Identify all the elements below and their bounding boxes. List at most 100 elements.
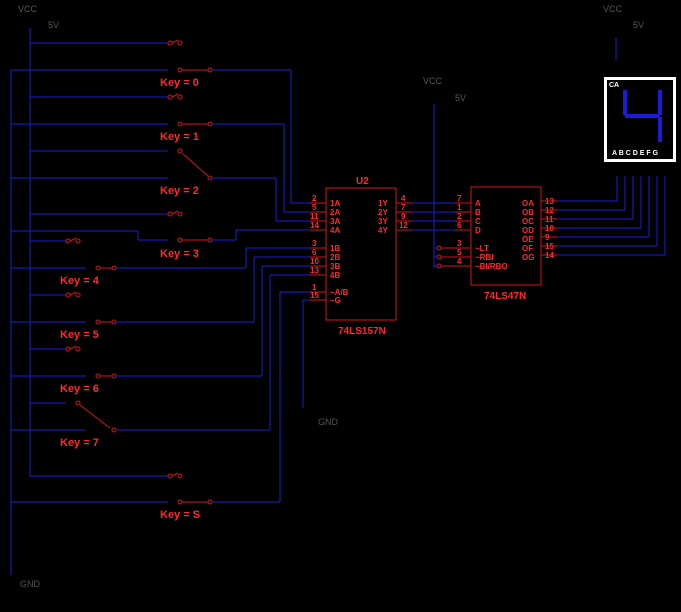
mux-body	[325, 187, 397, 321]
dec-pin-name: B	[475, 208, 481, 217]
dec-pin: 5	[457, 248, 462, 257]
mux-pin-name: 2A	[330, 208, 340, 217]
mux-pin: 3	[312, 239, 317, 248]
decoder-left-pins: 7A 1B 2C 6D 3 ~LT 5 ~RBI 4 ~BI/RBO	[434, 194, 508, 271]
dec-pin-name: ~LT	[475, 244, 489, 253]
mux-pin-name: 4B	[330, 271, 340, 280]
mux-pin-name: 4Y	[378, 226, 388, 235]
mux-pin: 12	[399, 221, 408, 230]
key-1-label: Key = 1	[160, 131, 199, 143]
voltage-label-left: 5V	[48, 20, 59, 30]
dec-pin: 4	[457, 257, 462, 266]
mux-ref: U2	[356, 176, 369, 187]
vcc-label-right: VCC	[603, 4, 623, 14]
dec-pin-name: OG	[522, 253, 534, 262]
mux-pin-name: 3A	[330, 217, 340, 226]
voltage-label-mid: 5V	[455, 93, 466, 103]
mux-pin-name: 1A	[330, 199, 340, 208]
dec-pin-name: C	[475, 217, 481, 226]
voltage-label-right: 5V	[633, 20, 644, 30]
display-face	[607, 80, 673, 159]
key-4-switch[interactable]: Key = 4	[11, 237, 318, 287]
display-digit-4	[623, 90, 662, 142]
key-0-switch[interactable]: Key = 0	[11, 39, 318, 204]
mux-pin: 7	[401, 203, 406, 212]
key-3-label: Key = 3	[160, 248, 199, 260]
decoder-part-label: 74LS47N	[484, 291, 526, 302]
mux-pin: 1	[312, 283, 317, 292]
mux-pin-name: 2Y	[378, 208, 388, 217]
decoder-74ls47n[interactable]: 74LS47N 7A 1B 2C 6D 3~LT 5~RBI 4~BI/RBO …	[434, 186, 557, 302]
dec-pin: 2	[457, 212, 462, 221]
mux-pin-name: 4A	[330, 226, 340, 235]
mux-to-decoder-bus	[412, 202, 455, 231]
key-7-label: Key = 7	[60, 437, 99, 449]
dec-pin-name: OC	[522, 217, 534, 226]
display-segment-labels: A B C D E F G	[612, 150, 659, 157]
mux-pin-name: 1B	[330, 244, 340, 253]
key-6-label: Key = 6	[60, 383, 99, 395]
dec-pin: 3	[457, 239, 462, 248]
key-3-switch[interactable]: Key = 3	[11, 210, 318, 260]
mux-pin: 13	[310, 266, 319, 275]
decoder-body	[470, 186, 542, 286]
mux-pin-name: 2B	[330, 253, 340, 262]
dec-pin: 1	[457, 203, 462, 212]
mux-pin: 4	[401, 194, 406, 203]
dec-pin-name: D	[475, 226, 481, 235]
key-6-switch[interactable]: Key = 6	[11, 265, 318, 395]
mux-pin: 6	[312, 248, 317, 257]
dec-pin: 14	[545, 251, 554, 260]
dec-pin-name: OD	[522, 226, 534, 235]
decoder-to-display-bus	[557, 176, 666, 256]
mux-pin-name: ~A/B	[330, 288, 349, 297]
mux-pin: 9	[401, 212, 406, 221]
dec-pin: 10	[545, 224, 554, 233]
dec-pin-name: OA	[522, 199, 534, 208]
mux-right-pins: 4 1Y 7 2Y 9 3Y 12 4Y	[378, 194, 412, 235]
mux-pin: 5	[312, 203, 317, 212]
mux-part-label: 74LS157N	[338, 326, 386, 337]
dec-pin: 15	[545, 242, 554, 251]
decoder-right-pins: 13 OA 12 OB 11 OC 10 OD 9 OE 15 OF 14 OG	[522, 197, 557, 262]
gnd-label-mid: GND	[318, 417, 339, 427]
dec-pin-name: A	[475, 199, 481, 208]
key-7-switch[interactable]: Key = 7	[11, 274, 318, 449]
gnd-label-left: GND	[20, 579, 41, 589]
seven-segment-display[interactable]: CA A B C D E F G	[604, 77, 676, 162]
key-2-label: Key = 2	[160, 185, 199, 197]
mux-pin-name: ~G	[330, 296, 341, 305]
key-5-switch[interactable]: Key = 5	[11, 256, 318, 341]
key-1-switch[interactable]: Key = 1	[11, 93, 318, 213]
dec-pin-name: ~RBI	[475, 253, 493, 262]
dec-pin: 9	[545, 233, 550, 242]
vcc-label-mid: VCC	[423, 76, 443, 86]
display-type-label: CA	[609, 82, 619, 89]
dec-pin: 13	[545, 197, 554, 206]
key-s-label: Key = S	[160, 509, 200, 521]
dec-pin: 7	[457, 194, 462, 203]
vcc-label-left: VCC	[18, 4, 38, 14]
key-4-label: Key = 4	[60, 275, 100, 287]
dec-pin-name: OB	[522, 208, 534, 217]
dec-pin: 12	[545, 206, 554, 215]
mux-pin: 11	[310, 212, 319, 221]
key-2-switch[interactable]: Key = 2	[11, 148, 318, 222]
dec-pin: 6	[457, 221, 462, 230]
dec-pin: 11	[545, 215, 554, 224]
mux-pin-name: 3B	[330, 262, 340, 271]
key-5-label: Key = 5	[60, 329, 99, 341]
key-s-switch[interactable]: Key = S	[11, 291, 318, 521]
mux-pin: 15	[310, 291, 319, 300]
dec-pin-name: OE	[522, 235, 534, 244]
key-0-label: Key = 0	[160, 77, 199, 89]
mux-pin-name: 1Y	[378, 199, 388, 208]
dec-pin-name: ~BI/RBO	[475, 262, 508, 271]
dec-pin-name: OF	[522, 244, 533, 253]
mux-pin: 14	[310, 221, 319, 230]
mux-pin: 10	[310, 257, 319, 266]
mux-pin-name: 3Y	[378, 217, 388, 226]
